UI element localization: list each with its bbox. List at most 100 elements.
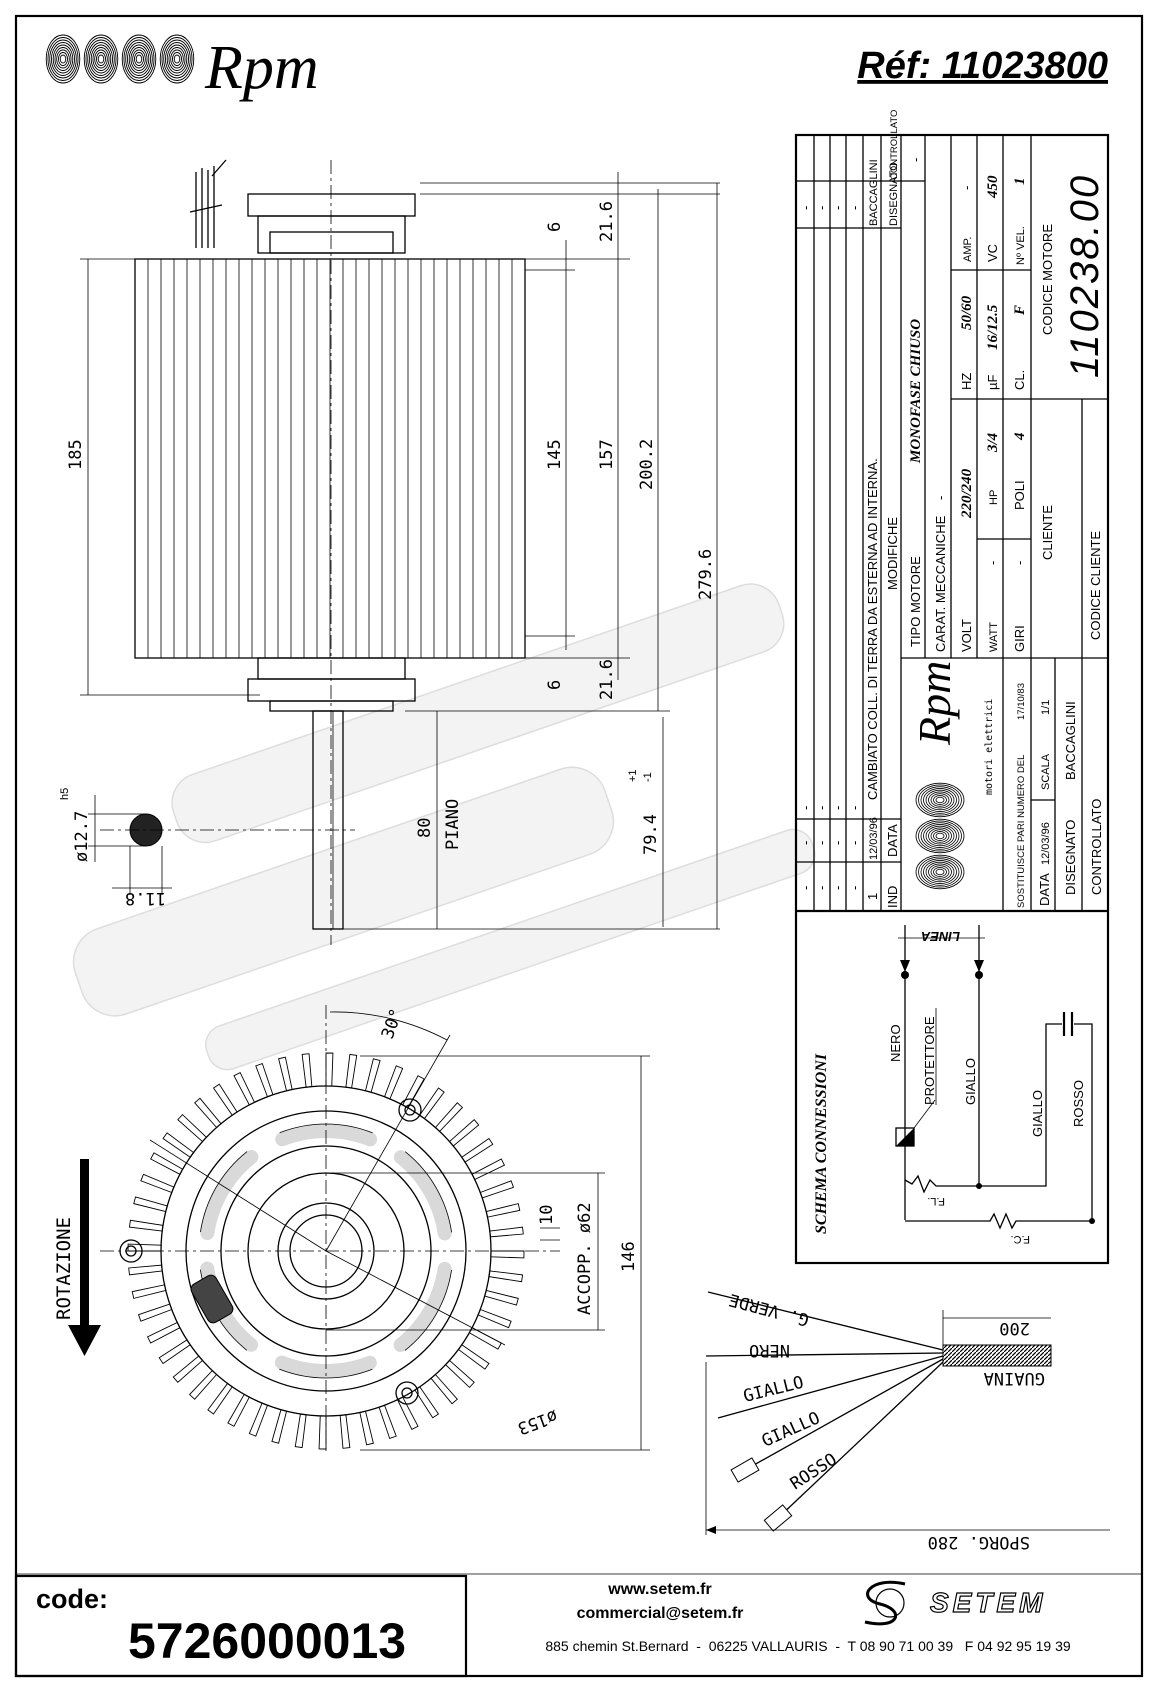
protettore-label: PROTETTORE: [922, 1016, 937, 1105]
vent-slot-edge: [404, 1269, 452, 1351]
cooling-fin: [457, 1344, 490, 1370]
tipo-extra: -: [908, 158, 923, 162]
data-label: DATA: [1037, 873, 1052, 906]
coil-ring: [171, 52, 182, 66]
coil-ring: [58, 52, 69, 66]
coil-ring: [90, 44, 112, 74]
carat-label: CARAT. MECCANICHE: [933, 515, 948, 652]
cooling-fin: [402, 1075, 425, 1109]
wire: [777, 1361, 944, 1519]
giri-value: -: [1012, 561, 1027, 565]
cooling-fin: [477, 1308, 512, 1329]
wire-verde-label: G. VERDE: [727, 1289, 811, 1330]
coil-ring: [95, 52, 106, 66]
volt-value: 220/240: [959, 468, 975, 519]
coil-ring: [935, 832, 945, 840]
vent-slot: [200, 1150, 259, 1241]
coil-ring: [49, 39, 77, 79]
cooling-fin: [177, 1113, 208, 1143]
cooling-fin: [479, 1180, 515, 1199]
rosso-label: ROSSO: [1071, 1080, 1086, 1127]
footer-address: 885 chemin St.Bernard - 06225 VALLAURIS …: [545, 1638, 1071, 1654]
cooling-fin: [485, 1203, 521, 1218]
logo-brand: Rpm: [909, 661, 960, 746]
rev-dash: -: [814, 841, 829, 845]
sheet-border: [14, 14, 1144, 1678]
cooling-fin: [188, 1369, 218, 1400]
scala-label: SCALA: [1040, 753, 1052, 790]
cooling-fin: [383, 1065, 404, 1100]
coil-ring: [125, 39, 153, 79]
data-value: 12/03/96: [1040, 822, 1052, 865]
wire-rosso-label: ROSSO: [787, 1450, 841, 1495]
cliente-label: CLIENTE: [1040, 505, 1055, 560]
head-modifiche: MODIFICHE: [885, 517, 900, 590]
coil-ring: [915, 818, 965, 854]
coil-ring: [164, 42, 189, 76]
controllato-label: CONTROLLATO: [1089, 799, 1104, 895]
coil-ring: [935, 796, 945, 804]
wire-connector: [763, 1504, 793, 1532]
cooling-fin: [471, 1158, 506, 1181]
amp-value: -: [959, 186, 974, 190]
coil-ring: [930, 793, 950, 807]
vent-slot-edge: [200, 1151, 248, 1233]
motor-side-view: 185 6 21.6 145 157 200.2 279.6 6 21.6 80…: [59, 159, 720, 945]
wire: [707, 1291, 944, 1351]
cooling-fin: [345, 1053, 358, 1089]
cooling-fin: [364, 1058, 381, 1093]
giri-label: GIRI: [1012, 625, 1027, 652]
volt-label: VOLT: [959, 619, 974, 652]
wire: [744, 1358, 944, 1471]
cooling-fin: [461, 1137, 494, 1163]
rev-drawn: BACCAGLINI: [868, 159, 880, 226]
coil-ring: [928, 863, 952, 881]
cl-value: F: [1012, 305, 1028, 316]
dim-80: 80: [415, 818, 435, 838]
rev-dash: -: [847, 806, 862, 810]
cooling-fin: [194, 1097, 222, 1129]
dim-6-bottom: 6: [545, 680, 565, 690]
coil-ring: [163, 39, 191, 79]
tolerance-plus: +1: [627, 769, 639, 782]
cooling-fin: [172, 1355, 204, 1383]
cooling-fin: [301, 1053, 313, 1088]
coil-ring: [161, 37, 193, 81]
cooling-fin: [140, 1173, 175, 1194]
dim-157: 157: [597, 439, 617, 470]
cooling-fin: [484, 1289, 519, 1306]
dim-279-6: 279.6: [696, 549, 716, 600]
dim-6-top: 6: [545, 222, 565, 232]
schema-title: SCHEMA CONNESSIONI: [813, 1053, 830, 1234]
uf-value: 16/12.5: [985, 304, 1001, 350]
coil-ring: [933, 867, 947, 877]
cooling-fin: [430, 1373, 458, 1405]
cooling-fin: [162, 1132, 195, 1158]
giallo-label-2: GIALLO: [1030, 1090, 1045, 1137]
cooling-fin: [444, 1359, 475, 1389]
logo-tagline: motori elettrici: [984, 699, 995, 795]
fc-label: F.C.: [1010, 1233, 1030, 1245]
poli-value: 4: [1012, 432, 1028, 441]
dim-185: 185: [66, 439, 86, 470]
coil-ring: [87, 39, 115, 79]
coil-ring: [94, 49, 108, 69]
dim-153: ø153: [515, 1405, 560, 1438]
coil-ring: [930, 865, 950, 879]
cooling-fin: [158, 1339, 191, 1365]
cooling-fin: [378, 1404, 397, 1440]
shaft-diameter: ø12.7: [72, 811, 92, 862]
coil-ring: [915, 854, 965, 890]
codice-motore-value: 110238.00: [1063, 174, 1107, 378]
hp-label: HP: [988, 490, 1000, 505]
vc-value: 450: [985, 175, 1001, 199]
cooling-fin: [294, 1413, 307, 1449]
footer-website: www.setem.fr: [607, 1581, 711, 1598]
codice-motore-label: CODICE MOTORE: [1040, 224, 1055, 335]
coil-ring: [135, 54, 143, 64]
coil-ring: [918, 784, 962, 816]
rev-date: 12/03/96: [868, 817, 880, 860]
coil-ring: [915, 782, 965, 818]
disegnato-label: DISEGNATO: [1063, 820, 1078, 895]
cooling-fin: [419, 1087, 445, 1120]
